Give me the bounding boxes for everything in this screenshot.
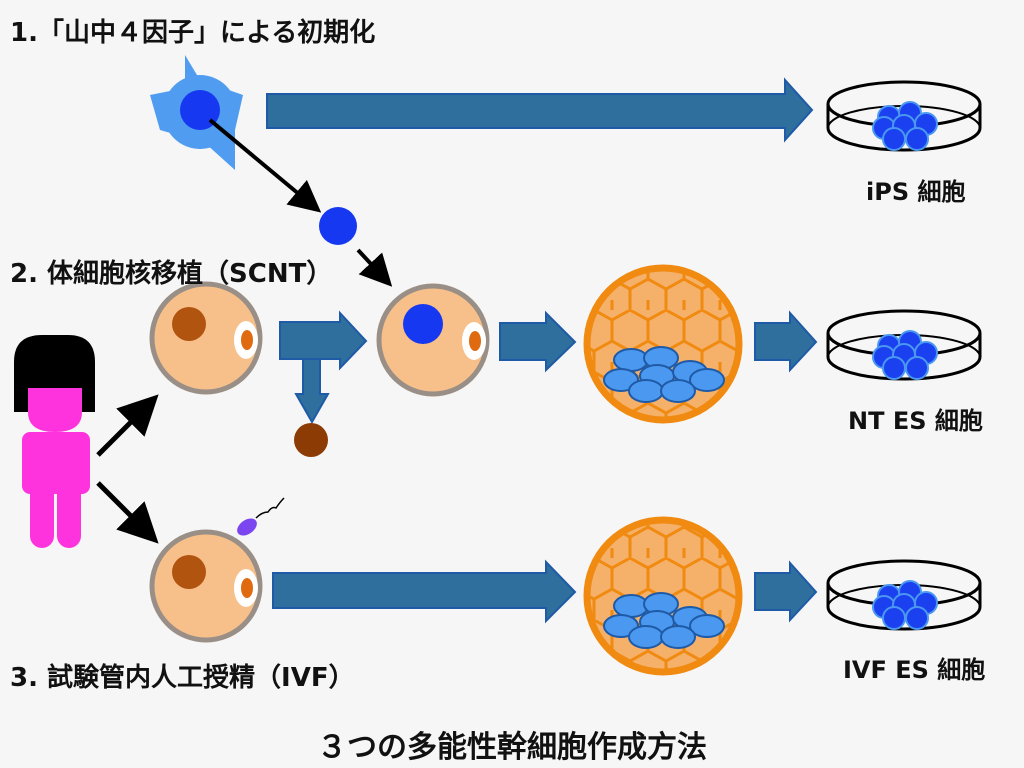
- method-2-label: 2. 体細胞核移植（SCNT）: [10, 259, 333, 289]
- method-1-label: 1.「山中４因子」による初期化: [10, 18, 376, 48]
- culture-dish-ivf-es: [826, 559, 982, 631]
- diagram-title: ３つの多能性幹細胞作成方法: [317, 730, 707, 765]
- blastocyst-ivf: [583, 516, 743, 676]
- nucleus-to-egg-arrow: [356, 248, 393, 287]
- arrow-to-egg-ivf: [96, 481, 159, 544]
- nucleus-transfer-arrow: [208, 118, 322, 213]
- big-arrow-row3: [272, 559, 577, 624]
- result-ips-label: iPS 細胞: [866, 178, 966, 206]
- ips-colony: [872, 101, 938, 151]
- arrow-row2-b: [754, 310, 818, 373]
- arrow-row3-b: [754, 560, 818, 623]
- sperm: [237, 497, 285, 536]
- egg-cell-ivf: [149, 529, 263, 643]
- method-3-label: 3. 試験管内人工授精（IVF）: [10, 663, 355, 693]
- arrow-enucleate: [279, 310, 368, 425]
- culture-dish-nt-es: [826, 309, 982, 381]
- removed-nucleus: [294, 423, 328, 457]
- somatic-cell: [150, 55, 243, 170]
- egg-cell-reconstructed: [376, 283, 490, 397]
- arrow-to-egg-scnt: [96, 394, 159, 457]
- arrow-row2-a: [499, 310, 577, 373]
- egg-cell-scnt-donor: [149, 281, 263, 395]
- result-ivf-es-label: IVF ES 細胞: [843, 656, 986, 684]
- culture-dish-ips: [826, 80, 982, 152]
- result-nt-es-label: NT ES 細胞: [848, 407, 983, 435]
- transferred-nucleus: [319, 207, 357, 245]
- woman-donor-figure: [14, 335, 95, 548]
- blastocyst-nt: [583, 264, 743, 424]
- big-arrow-row1: [266, 77, 814, 143]
